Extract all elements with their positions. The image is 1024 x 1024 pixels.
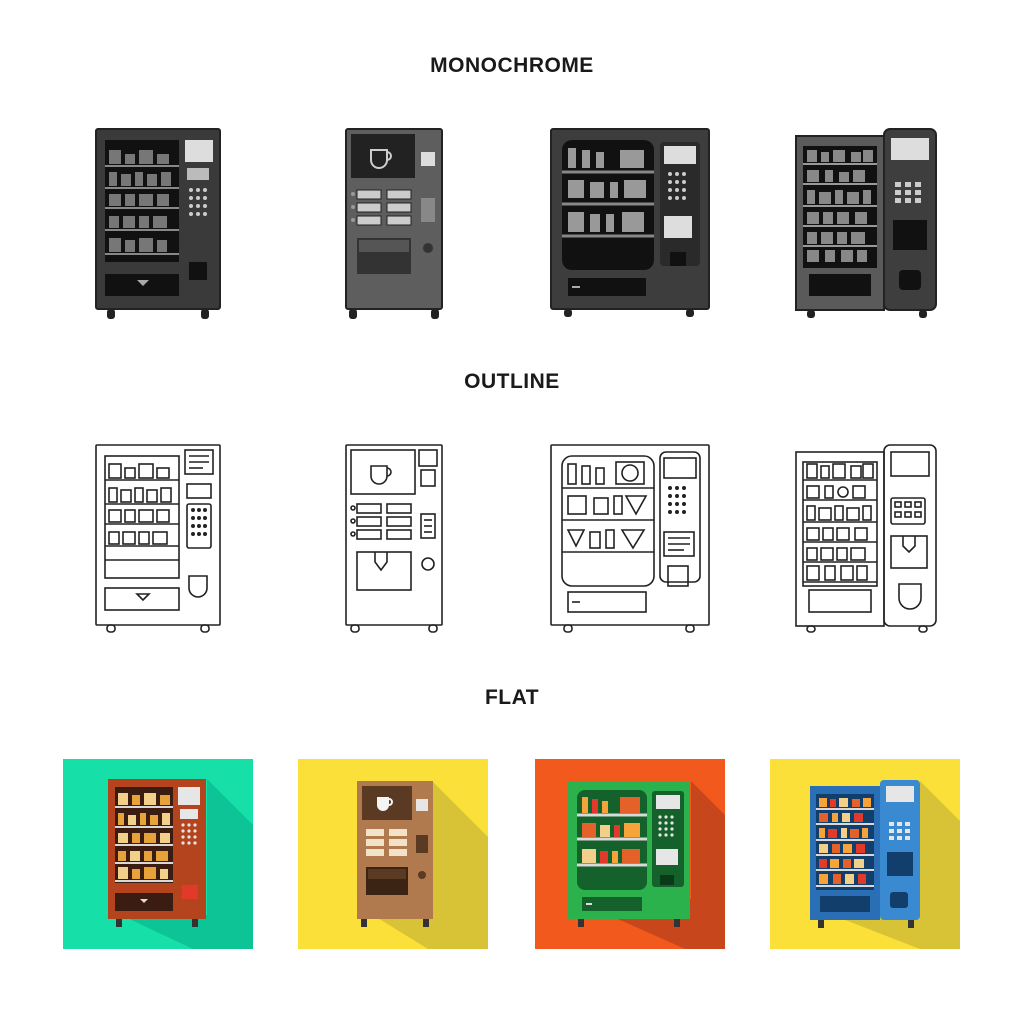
wide-snack-vending-machine-icon: [550, 128, 710, 317]
wide-snack-vending-machine-icon: [568, 781, 690, 927]
snack-vending-machine-icon: [108, 779, 206, 927]
outline-section-title: OUTLINE: [464, 370, 560, 393]
combo-vending-machine-icon: [795, 128, 937, 318]
coffee-vending-machine-icon: [345, 128, 443, 319]
flat-shadow: [121, 779, 253, 949]
snack-vending-machine-icon: [95, 444, 221, 633]
combo-vending-machine-icon: [795, 444, 937, 633]
coffee-vending-machine-icon: [345, 444, 443, 633]
flat-section-title: FLAT: [484, 686, 540, 709]
coffee-vending-machine-icon: [357, 781, 433, 927]
combo-vending-machine-icon: [810, 780, 920, 928]
snack-vending-machine-icon: [95, 128, 221, 319]
monochrome-section-title: MONOCHROME: [430, 54, 594, 77]
wide-snack-vending-machine-icon: [550, 444, 710, 633]
